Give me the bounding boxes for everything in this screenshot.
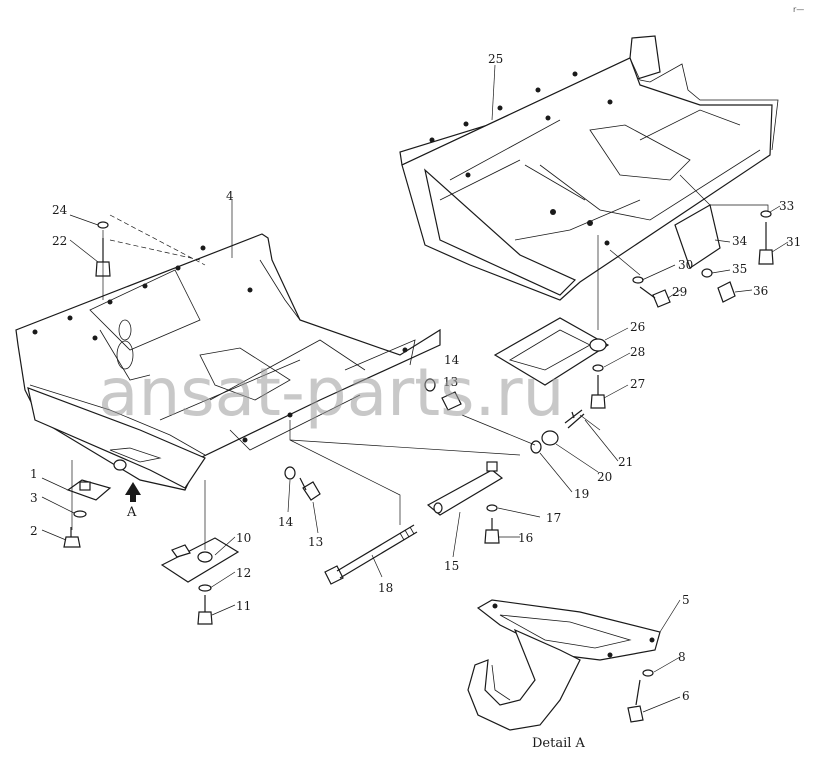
upper-guard-part-25	[399, 35, 779, 301]
callout-15: 15	[444, 559, 459, 573]
callout-24: 24	[52, 203, 68, 217]
watermark: ansat-parts.ru	[98, 354, 564, 431]
view-arrow-a	[125, 482, 141, 502]
callout-14: 14	[278, 515, 294, 529]
callout-13-upper: 13	[443, 375, 458, 389]
part-12-washer	[198, 584, 212, 592]
part-14-washer	[284, 466, 296, 480]
view-arrow-label: A	[126, 505, 137, 520]
part-13-bolt-upper	[441, 391, 462, 411]
part-3-washer	[73, 510, 87, 518]
part-31-bolt	[758, 222, 774, 265]
part-35-washer	[701, 268, 713, 278]
part-2-bolt	[63, 527, 81, 548]
part-13-bolt	[299, 477, 321, 501]
hardware-parts	[63, 204, 774, 625]
part-11-bolt	[197, 595, 213, 625]
part-26-bracket-plate	[493, 317, 610, 386]
part-30-washer	[632, 276, 644, 284]
part-20-nut	[541, 430, 559, 446]
callout-26: 26	[630, 320, 645, 334]
part-33-washer	[760, 210, 772, 218]
callout-35: 35	[732, 262, 747, 276]
callout-34: 34	[732, 234, 748, 248]
callout-18: 18	[378, 581, 393, 595]
callout-27: 27	[630, 377, 645, 391]
part-18-long-bolt	[324, 524, 418, 585]
detail-caption: Detail A	[532, 736, 586, 751]
callout-3: 3	[30, 491, 38, 505]
callout-16: 16	[518, 531, 533, 545]
callout-1: 1	[30, 467, 38, 481]
leader-lines	[41, 64, 789, 713]
corner-mark: r—	[793, 5, 804, 14]
callout-29: 29	[672, 285, 687, 299]
callout-36: 36	[753, 284, 768, 298]
callout-28: 28	[630, 345, 645, 359]
callout-2: 2	[30, 524, 38, 538]
callout-12: 12	[236, 566, 251, 580]
callout-6: 6	[682, 689, 690, 703]
callout-20: 20	[597, 470, 612, 484]
callout-11: 11	[236, 599, 251, 613]
callout-22: 22	[52, 234, 67, 248]
callout-17: 17	[546, 511, 561, 525]
callout-14-upper: 14	[444, 353, 460, 367]
callout-21: 21	[618, 455, 633, 469]
callout-8: 8	[678, 650, 686, 664]
detail-a-tow-hook-part-5	[467, 599, 661, 731]
callout-25: 25	[488, 52, 503, 66]
callout-5: 5	[682, 593, 690, 607]
part-17-washer	[486, 504, 498, 512]
part-8-washer	[642, 669, 654, 677]
part-34-rubber-plate	[674, 204, 721, 269]
part-27-bolt	[590, 375, 606, 409]
part-29-bolt	[639, 286, 671, 308]
part-21-pin	[564, 409, 585, 429]
part-24-washer	[97, 221, 109, 229]
callout-4: 4	[226, 189, 234, 203]
part-16-bolt	[484, 518, 500, 544]
callout-19: 19	[574, 487, 589, 501]
part-36-bolt	[717, 281, 736, 303]
part-28-washer	[592, 364, 604, 372]
callout-31: 31	[786, 235, 801, 249]
lower-guard-part-4	[15, 233, 441, 491]
part-19-washer	[530, 440, 542, 454]
part-14-washer-upper	[424, 378, 436, 392]
callout-33: 33	[779, 199, 794, 213]
callout-30: 30	[678, 258, 693, 272]
callout-10: 10	[236, 531, 251, 545]
part-6-bolt	[627, 679, 644, 723]
callout-labels: 1 2 3 4 5 6 8 10 11 12 13 14 15 16 17 18…	[30, 5, 804, 751]
callout-13: 13	[308, 535, 323, 549]
